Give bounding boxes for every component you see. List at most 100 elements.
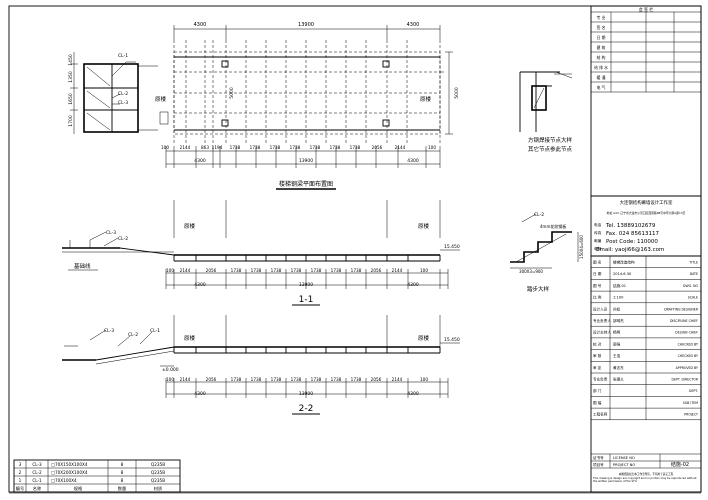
title-row-label: 图 幅 [593, 400, 602, 405]
member-header-qty: 数量 [118, 485, 126, 492]
s1-elev: 15.450 [444, 244, 460, 250]
section-dim-seg: 2144 [180, 268, 191, 273]
member-cell-no: 3 [19, 462, 22, 467]
plan-dim-total-3: 4300 [407, 158, 419, 164]
section-dim-seg: 2056 [206, 268, 217, 273]
title-row-en: TITLE [688, 261, 698, 265]
plan-dim-seg-5: 1738 [230, 145, 241, 150]
detail-step-dim-h: 300X3=900 [519, 269, 543, 274]
company-email-label: 电邮 [594, 246, 602, 251]
sheet-number: 结施-02 [671, 461, 689, 468]
plan-view: 4300 13900 4300 1450 1350 1650 [68, 22, 460, 190]
s2-elev-low: ±0.000 [162, 367, 179, 373]
plan-grid-lines [173, 40, 441, 144]
title-block: 会 签 栏 专 业签 名日 期建 筑结 构给 排 水暖 通电 气 大连钢结构幕墙… [590, 5, 702, 493]
plan-dim-seg-8: 1738 [290, 145, 301, 150]
plan-label-cl3: CL-3 [118, 100, 128, 106]
project-value: PROJECT NO [613, 463, 635, 467]
member-cell-mat: Q235B [151, 470, 165, 475]
plan-dim-seg-6: 1738 [250, 145, 261, 150]
detail-step-title: 踏步大样 [527, 285, 550, 293]
s2-label-cl1: CL-1 [150, 328, 160, 334]
title-row-label: 部 门 [593, 388, 602, 393]
plan-label-cl1: CL-1 [118, 53, 128, 59]
license-label: 证书号 [593, 455, 604, 460]
company-fax-label: 传真 [594, 230, 602, 235]
title-row-label: 比 例 [593, 295, 602, 300]
section-dim-seg: 1738 [351, 377, 362, 382]
copyright-cn: 本图纸版权归本工作室所有，不得用于其它工程 [619, 472, 674, 476]
s1-title: 1-1 [299, 295, 314, 305]
title-row-value: 郭强 [613, 341, 621, 346]
detail-node: 方钢焊接节点大样 其它节点参此节点 [519, 71, 573, 153]
title-row-label: 设计人员 [593, 306, 608, 311]
s1-label-cl3: CL-3 [106, 230, 116, 236]
title-row-en: DATE [690, 272, 698, 276]
plan-house-left: 原楼 [155, 95, 167, 103]
title-row-label: 工程名称 [593, 412, 608, 417]
plan-dim-seg-12: 2056 [372, 145, 383, 150]
company-post: Post Code: 110000 [606, 239, 658, 245]
section-dim-seg: 1738 [271, 377, 282, 382]
plan-dim-seg-14: 100 [428, 145, 436, 150]
s1-house-right: 原楼 [418, 222, 430, 230]
title-row-value: 杨明 [613, 330, 621, 335]
plan-dim-top-3: 4300 [407, 22, 420, 28]
member-header-mat: 材质 [154, 485, 162, 492]
section-dim-seg: 1738 [351, 268, 362, 273]
title-row-label: 图 名 [593, 260, 602, 265]
company-email: Email: yaoji66@163.com [596, 247, 664, 253]
s1-dim-total-3: 4300 [407, 282, 419, 288]
detail-step: CL-2 4mm花纹钢板 150X4=600 300X3=900 踏步大样 [510, 212, 584, 293]
title-row-en: PROJECT [684, 413, 698, 417]
plan-dim-seg-3: 863 [201, 145, 209, 150]
s2-house-right: 原楼 [418, 334, 430, 342]
member-cell-qty: 8 [121, 462, 124, 467]
section-dim-seg: 2056 [371, 268, 382, 273]
detail-step-cl2: CL-2 [534, 212, 544, 218]
member-cell-spec: □70X150X100X4 [51, 462, 88, 467]
plan-post-3 [221, 119, 229, 127]
signoff-row-label: 暖 通 [597, 75, 606, 80]
plan-post-2 [382, 60, 390, 68]
title-row-en: CHECKED BY [678, 342, 698, 346]
s2-title: 2-2 [299, 404, 314, 414]
title-row-label: 专业负责人 [593, 318, 611, 323]
signoff-header: 会 签 栏 [639, 6, 654, 12]
title-row-en: DEPT. DIRECTOR [671, 378, 698, 382]
title-row-en: DEPT. [689, 389, 698, 393]
section-dim-seg: 100 [166, 268, 174, 273]
signoff-row-label: 结 构 [597, 55, 606, 60]
plan-mid-vdim: 5000 [229, 87, 235, 99]
title-row-label: 校 对 [593, 341, 602, 346]
company-addr: 地址 Add. 辽宁省大连市沙河口区西南路88号中环大厦A座17层 [607, 211, 686, 215]
plan-dim-top-1: 4300 [194, 22, 207, 28]
section-dim-seg: 1738 [311, 268, 322, 273]
title-row-label: 日 期 [593, 271, 602, 276]
title-row-value: 王浩 [613, 353, 621, 358]
signoff-row-label: 专 业 [597, 15, 606, 20]
member-cell-qty: 8 [121, 470, 124, 475]
detail-step-dim-v: 150X4=600 [579, 235, 584, 259]
company-tel: Tel. 13889102679 [605, 223, 656, 229]
title-row-label: 设计主持人 [593, 330, 611, 335]
title-row-value: 结施-01 [613, 283, 626, 288]
plan-right-vdim: 5000 [454, 87, 460, 99]
member-cell-code: CL-3 [32, 462, 42, 467]
plan-title: 楼梯钢梁平面布置图 [279, 180, 333, 188]
section-dim-seg: 2144 [180, 377, 191, 382]
license-value: LICENSE NO [613, 456, 635, 460]
section-dim-seg: 1738 [311, 377, 322, 382]
s2-house-left: 原楼 [184, 334, 196, 342]
title-row-value: 黄志东 [613, 365, 624, 370]
detail-node-subtitle: 其它节点参此节点 [528, 145, 573, 153]
plan-dim-seg-13: 2144 [395, 145, 406, 150]
section-dim-seg: 1738 [331, 377, 342, 382]
title-row-label: 图 号 [593, 283, 602, 288]
title-row-en: APPROVED BY [676, 366, 698, 370]
section-dim-seg: 2144 [392, 377, 403, 382]
member-cell-spec: □70X100X4 [51, 478, 77, 483]
member-header-code: 名称 [33, 485, 41, 492]
member-header-no: 编号 [16, 485, 24, 492]
